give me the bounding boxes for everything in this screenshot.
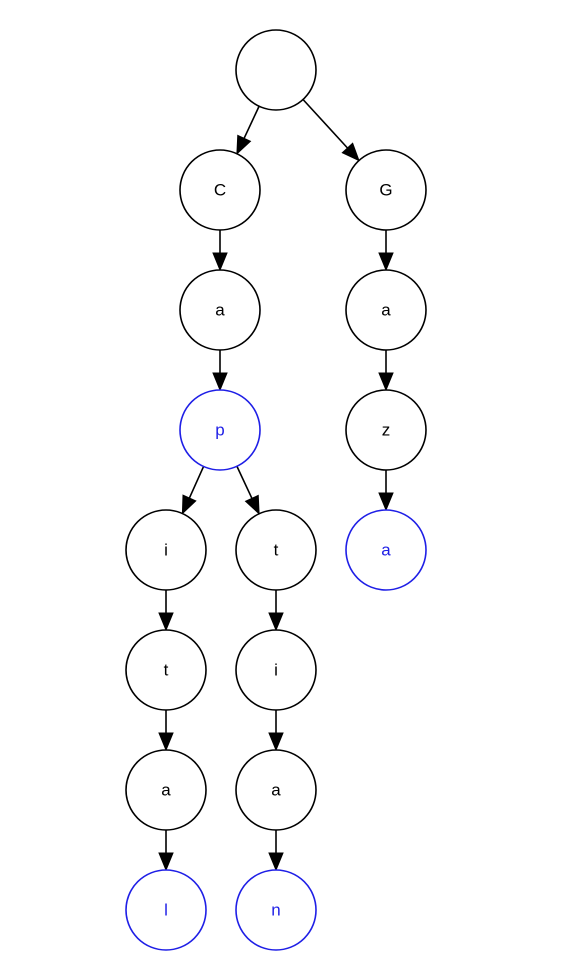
node-label: t <box>164 661 169 680</box>
node-circle <box>125 509 207 591</box>
node-n-Capital: l <box>125 869 207 951</box>
node-label: i <box>274 661 278 680</box>
edge-n-C-n-Ca <box>212 230 228 272</box>
node-circle <box>125 749 207 831</box>
arrowhead <box>341 142 360 162</box>
edges-layer <box>158 98 394 872</box>
node-label: a <box>271 781 281 800</box>
node-root <box>235 29 317 111</box>
node-n-Capi: i <box>125 509 207 591</box>
node-circle <box>345 269 427 351</box>
edge-n-Ga-n-Gaz <box>378 350 394 392</box>
node-circle <box>179 149 261 231</box>
node-n-Captia: a <box>235 749 317 831</box>
arrowhead <box>378 252 394 272</box>
arrowhead <box>181 494 197 515</box>
node-label: z <box>382 421 391 440</box>
node-label: t <box>274 541 279 560</box>
node-n-Captian: n <box>235 869 317 951</box>
node-n-Ga: a <box>345 269 427 351</box>
arrowhead <box>236 134 252 155</box>
node-label: a <box>215 301 225 320</box>
node-n-G: G <box>345 149 427 231</box>
terminal-node-circle <box>345 509 427 591</box>
node-n-Gaz: z <box>345 389 427 471</box>
edge-n-Capti-n-Captia <box>268 710 284 752</box>
edge-n-Cap-n-Capi <box>181 466 205 515</box>
node-circle <box>235 749 317 831</box>
arrowhead <box>212 252 228 272</box>
arrowhead <box>158 852 174 872</box>
edge-root-n-G <box>302 98 360 162</box>
edge-n-Capt-n-Capti <box>268 590 284 632</box>
arrowhead <box>158 612 174 632</box>
edge-n-G-n-Ga <box>378 230 394 272</box>
node-n-Capit: t <box>125 629 207 711</box>
terminal-node-circle <box>235 869 317 951</box>
edge-line <box>302 98 349 149</box>
edge-root-n-C <box>236 105 260 155</box>
arrowhead <box>212 372 228 392</box>
edge-line <box>243 105 260 139</box>
node-label: a <box>381 301 391 320</box>
node-label: n <box>271 901 280 920</box>
node-circle <box>235 629 317 711</box>
node-label: a <box>381 541 391 560</box>
edge-n-Capi-n-Capit <box>158 590 174 632</box>
edge-n-Captia-n-Captian <box>268 830 284 872</box>
node-n-Gaza: a <box>345 509 427 591</box>
edge-n-Ca-n-Cap <box>212 350 228 392</box>
node-n-Capti: i <box>235 629 317 711</box>
node-circle <box>345 149 427 231</box>
edge-n-Capita-n-Capital <box>158 830 174 872</box>
arrowhead <box>158 732 174 752</box>
edge-n-Gaz-n-Gaza <box>378 470 394 512</box>
node-label: l <box>164 901 168 920</box>
node-label: C <box>214 181 226 200</box>
edge-n-Cap-n-Capt <box>236 465 260 515</box>
node-label: i <box>164 541 168 560</box>
node-n-Capt: t <box>235 509 317 591</box>
node-n-C: C <box>179 149 261 231</box>
nodes-layer: Ca p i t a l t i a n Ga z a <box>125 29 427 951</box>
arrowhead <box>268 732 284 752</box>
node-n-Ca: a <box>179 269 261 351</box>
arrowhead <box>268 852 284 872</box>
node-n-Cap: p <box>179 389 261 471</box>
terminal-node-circle <box>179 389 261 471</box>
edge-n-Capit-n-Capita <box>158 710 174 752</box>
node-circle <box>345 389 427 471</box>
node-circle <box>125 629 207 711</box>
node-label: G <box>379 181 392 200</box>
node-n-Capita: a <box>125 749 207 831</box>
arrowhead <box>244 494 260 515</box>
node-circle <box>235 29 317 111</box>
edge-line <box>188 466 205 499</box>
arrowhead <box>268 612 284 632</box>
arrowhead <box>378 372 394 392</box>
terminal-node-circle <box>125 869 207 951</box>
arrowhead <box>378 492 394 512</box>
node-circle <box>235 509 317 591</box>
node-circle <box>179 269 261 351</box>
edge-line <box>236 465 253 499</box>
node-label: a <box>161 781 171 800</box>
node-label: p <box>215 421 224 440</box>
